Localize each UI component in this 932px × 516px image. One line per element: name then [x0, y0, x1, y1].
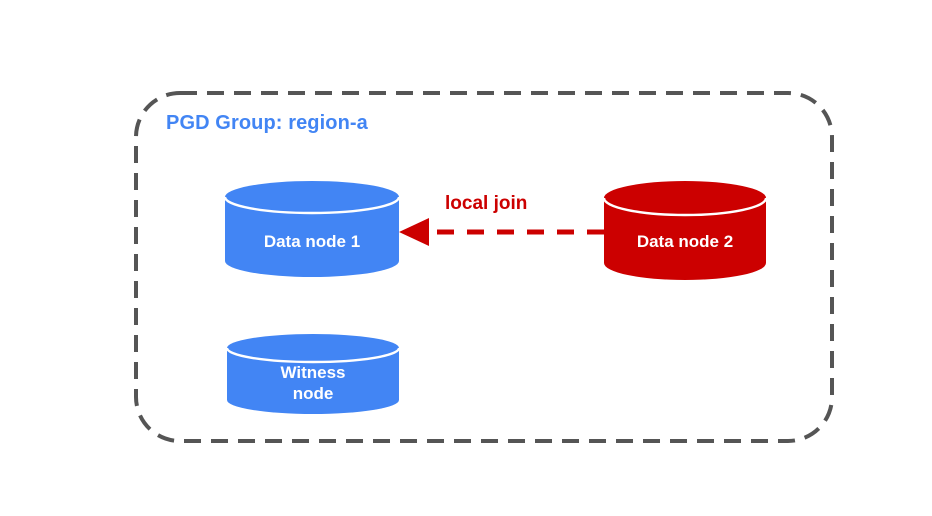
pgd-group-title: PGD Group: region-a	[166, 112, 368, 134]
cylinder-top-data-node-2	[604, 181, 766, 215]
cylinder-top-witness-node	[227, 334, 399, 362]
edge-local-join	[399, 218, 604, 246]
local-join-arrowhead-icon	[399, 218, 429, 246]
cylinder-rim-witness-node	[225, 347, 401, 364]
cylinder-rim-data-node-2	[602, 197, 768, 217]
node-data-node-2[interactable]	[602, 181, 768, 280]
cylinder-body-data-node-1	[225, 197, 399, 277]
node-data-node-1[interactable]	[223, 181, 401, 277]
pgd-group-boundary	[134, 91, 834, 443]
cylinder-top-data-node-1	[225, 181, 399, 213]
local-join-label: local join	[445, 193, 528, 214]
cylinder-body-data-node-2	[604, 198, 766, 280]
node-witness-node[interactable]	[225, 334, 401, 414]
cylinder-body-witness-node	[227, 348, 399, 414]
cylinder-rim-data-node-1	[223, 196, 401, 215]
